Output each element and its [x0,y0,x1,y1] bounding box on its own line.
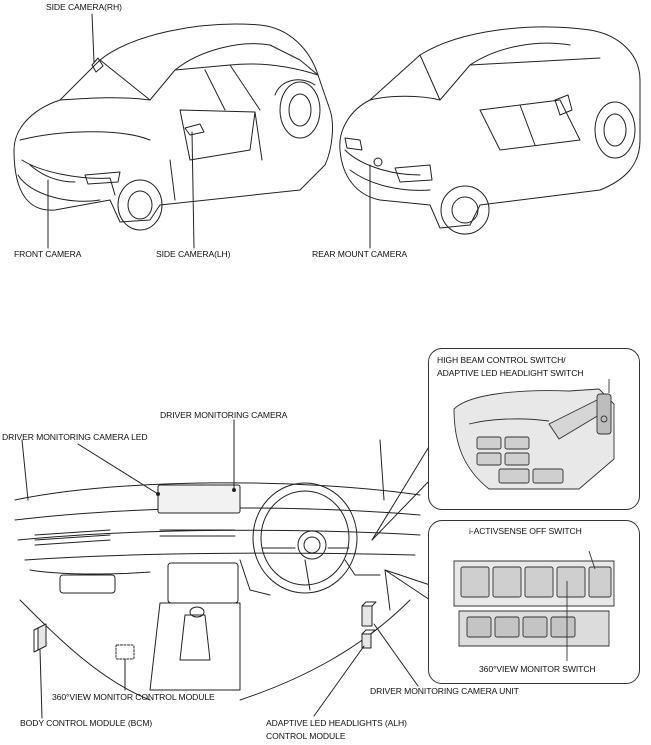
dashboard-illustration [14,439,421,701]
leader-body-control-module [39,649,43,719]
leader-side-camera-rh [91,13,95,63]
high-beam-switch-label-2: ADAPTIVE LED HEADLIGHT SWITCH [437,368,584,378]
leader-side-camera-lh [191,131,195,249]
leader-driver-monitoring-camera-led [77,443,159,495]
front-camera-label: FRONT CAMERA [14,249,82,259]
body-control-module-block [33,623,47,653]
inset-high-beam-switch: HIGH BEAM CONTROL SWITCH/ ADAPTIVE LED H… [428,348,640,510]
high-beam-switch-label-1: HIGH BEAM CONTROL SWITCH/ [437,355,566,365]
alh-control-module-label-1: ADAPTIVE LED HEADLIGHTS (ALH) [266,718,407,728]
view-monitor-control-module-block [115,644,135,660]
inset-pointer-2 [384,569,431,586]
rear-car-illustration [339,26,641,235]
side-camera-lh-label: SIDE CAMERA(LH) [156,249,231,259]
alh-control-module-label-2: CONTROL MODULE [266,731,346,741]
view-monitor-control-module-label: 360°VIEW MONITOR CONTROL MODULE [52,692,215,702]
driver-monitoring-camera-led-label: DRIVER MONITORING CAMERA LED [2,432,148,442]
side-camera-rh-label: SIDE CAMERA(RH) [46,2,122,12]
view-monitor-switch-label: 360°VIEW MONITOR SWITCH [479,664,596,674]
alh-control-module-block [361,629,376,649]
inset-pointer-1b [371,479,431,541]
steering-switch-illustration [453,379,615,490]
leader-driver-monitoring-camera-unit [373,623,419,687]
inset-pointer-1 [371,444,431,541]
driver-monitoring-camera-label: DRIVER MONITORING CAMERA [160,410,288,420]
front-car-illustration [13,23,333,231]
driver-monitoring-camera-unit-label: DRIVER MONITORING CAMERA UNIT [370,686,519,696]
inset-i-activsense-panel: i-ACTIVSENSE OFF SWITCH 360°VIEW MONITOR… [428,520,640,684]
driver-monitoring-camera-unit-block [361,601,377,627]
leader-alh-control-module [313,645,365,717]
inset-pointer-2b [384,569,431,601]
i-activsense-off-switch-label: i-ACTIVSENSE OFF SWITCH [469,526,582,536]
switch-panel-illustration [453,550,615,661]
body-control-module-label: BODY CONTROL MODULE (BCM) [20,718,153,728]
rear-mount-camera-label: REAR MOUNT CAMERA [312,249,408,259]
